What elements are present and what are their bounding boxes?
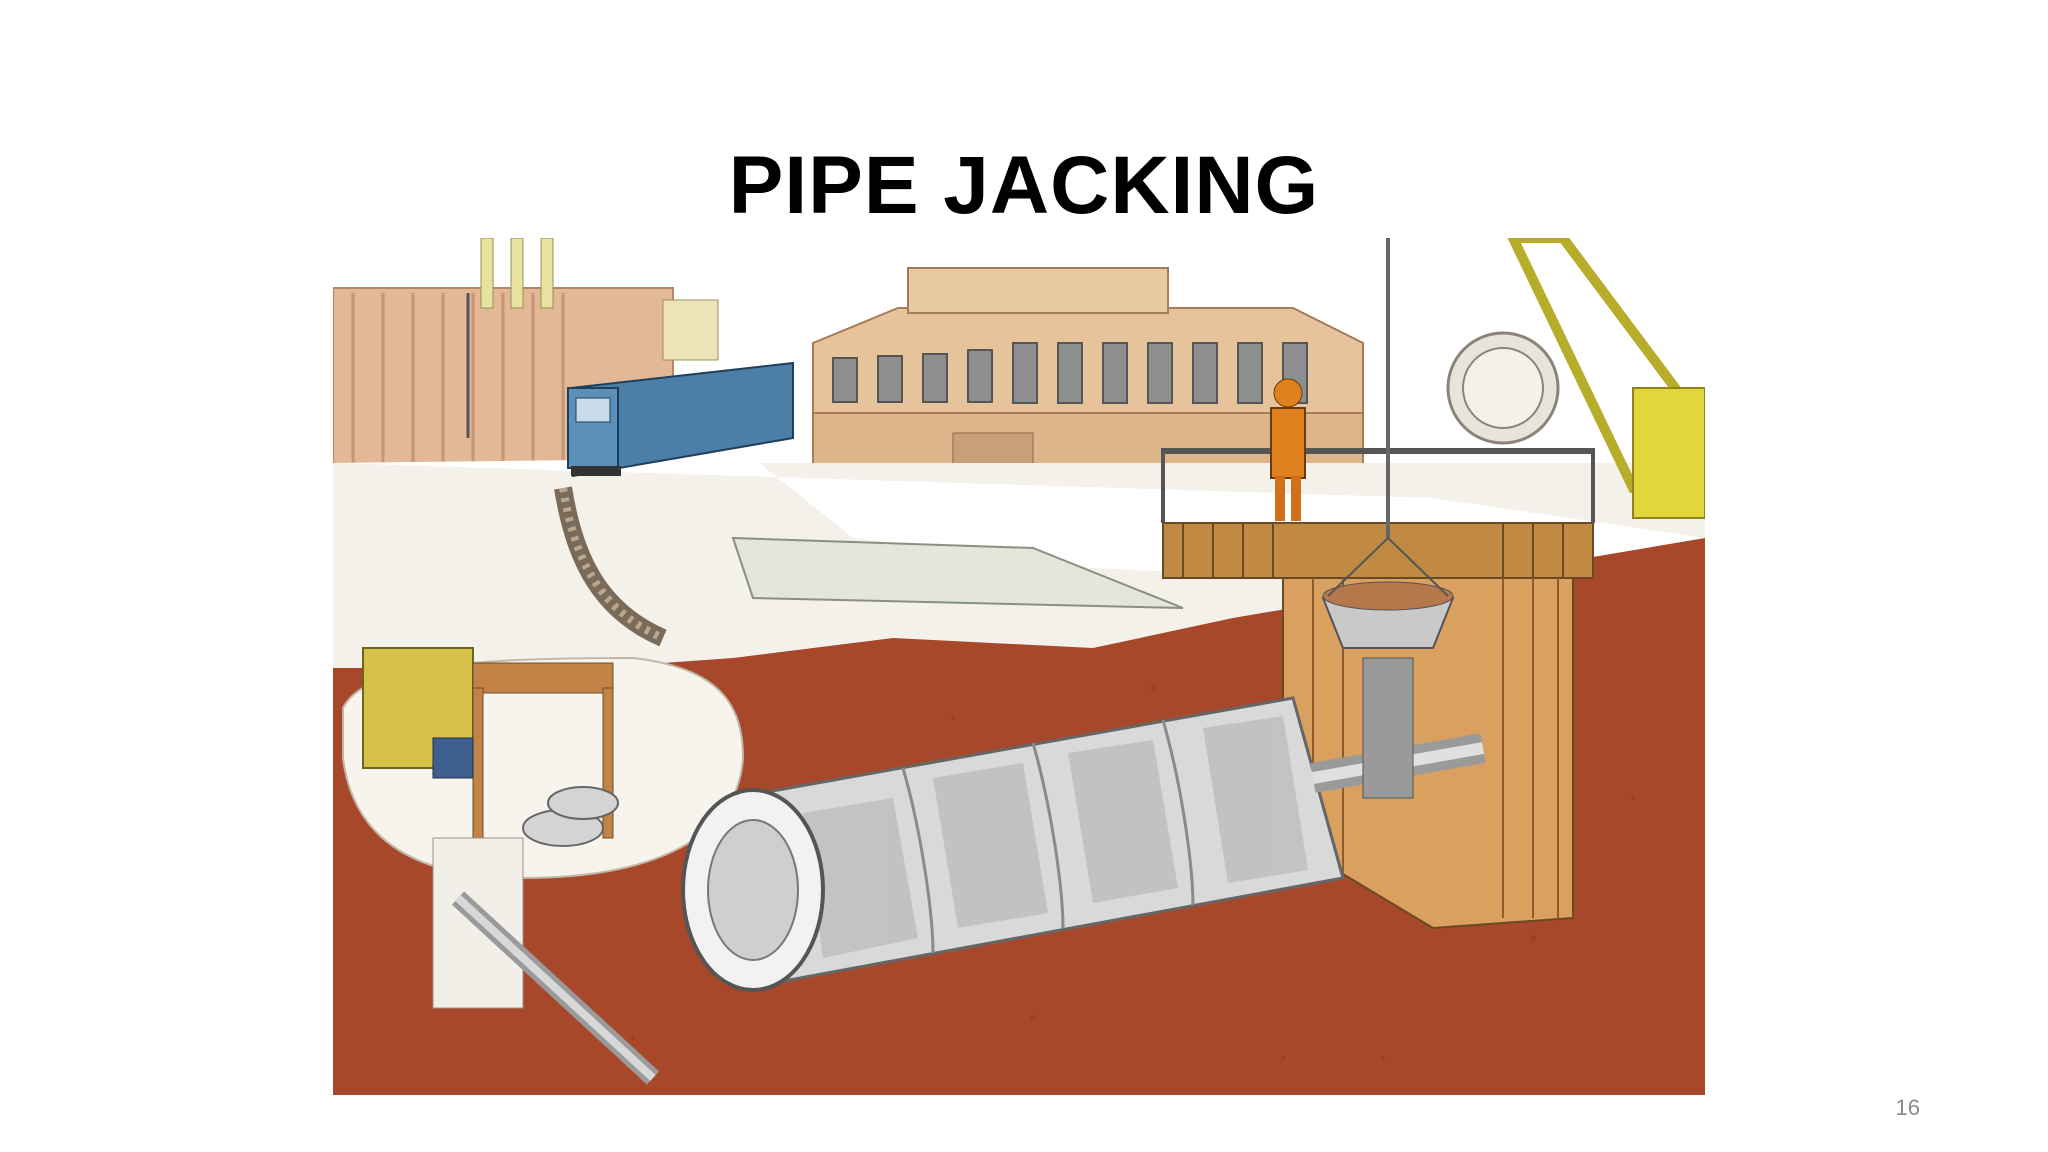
reception-pit — [342, 647, 745, 1085]
pipe-jacking-illustration — [333, 238, 1705, 1095]
worker — [1270, 378, 1306, 521]
slide-title: PIPE JACKING — [728, 140, 1320, 231]
page-number: 16 — [1895, 1095, 1920, 1120]
rail-track — [554, 486, 667, 647]
crane — [1446, 238, 1705, 519]
train — [567, 361, 794, 478]
factory-buildings — [333, 238, 755, 469]
pipe-string — [681, 657, 1486, 992]
